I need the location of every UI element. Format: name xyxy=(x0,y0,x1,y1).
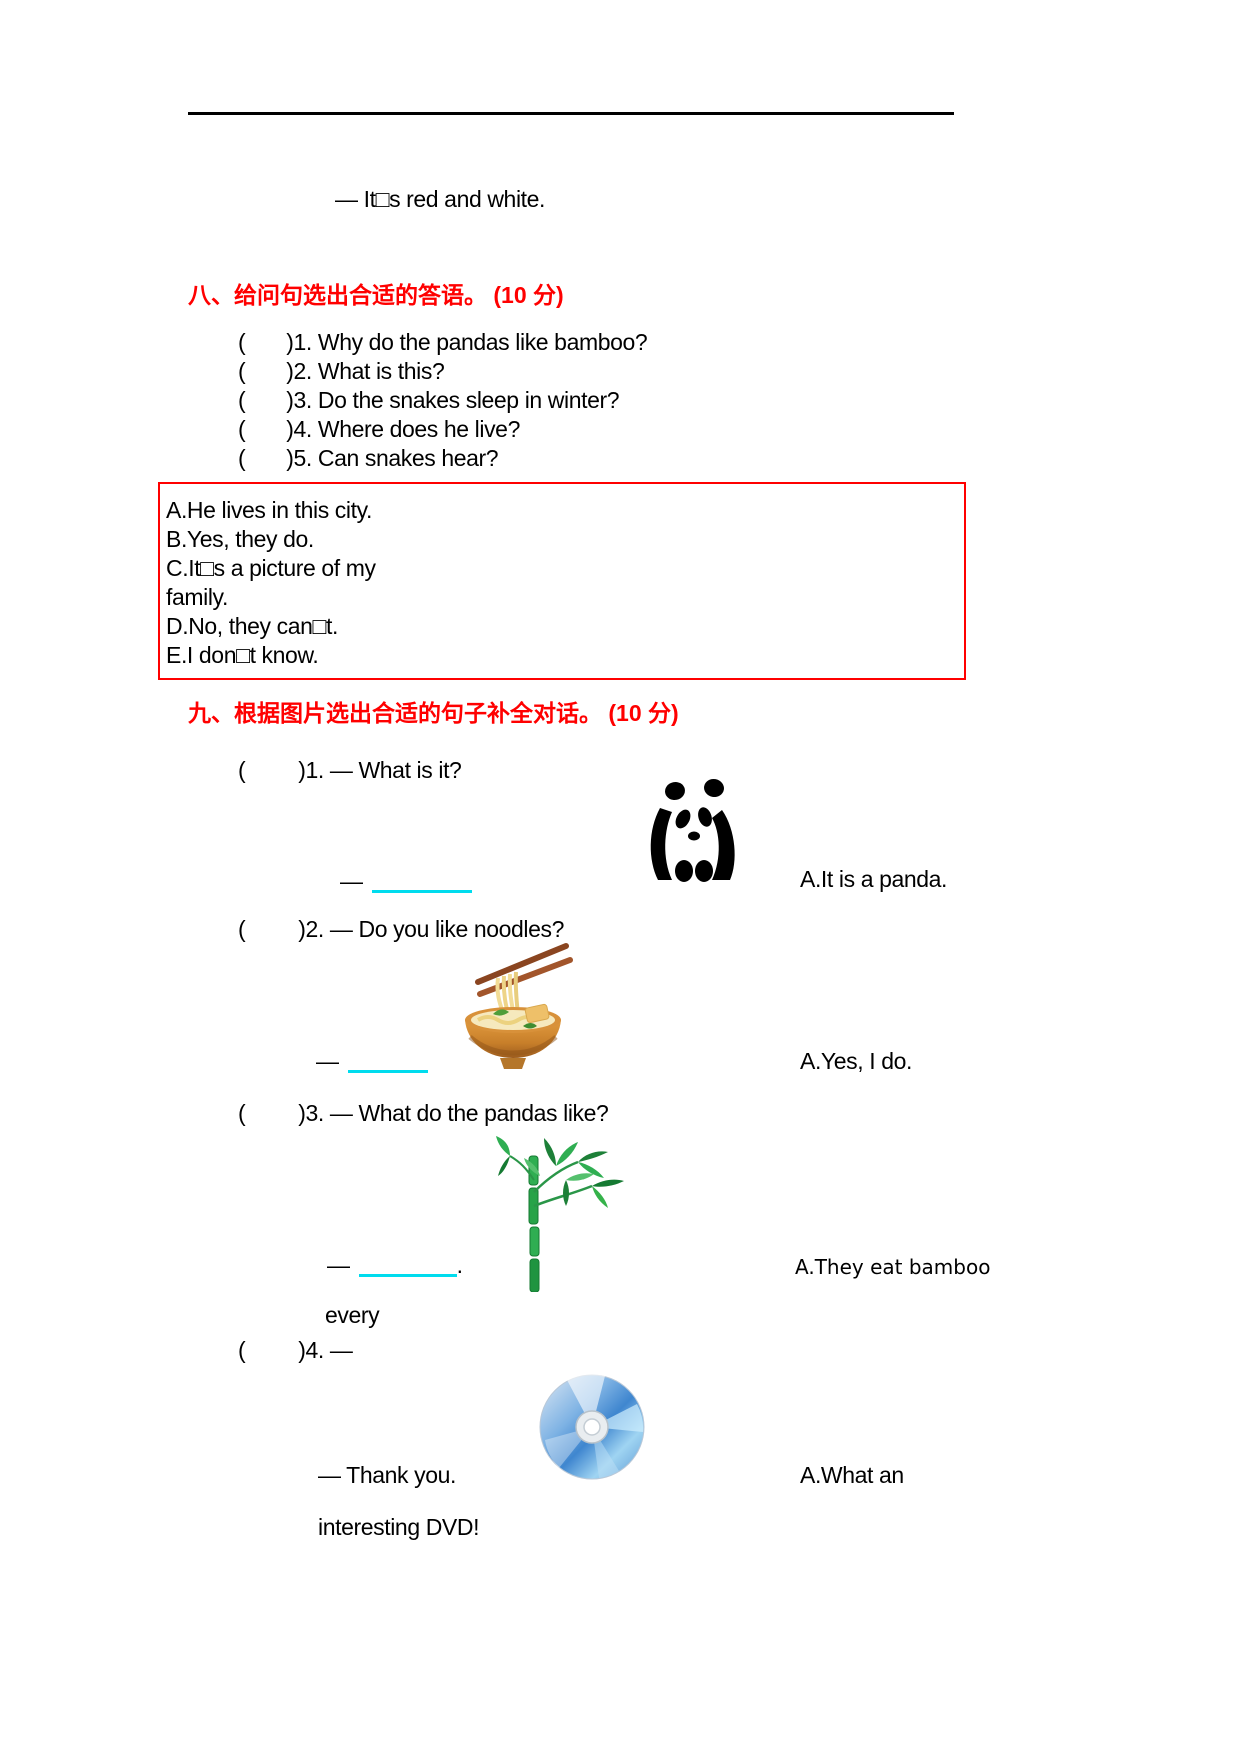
question-text: )5. Can snakes hear? xyxy=(286,445,499,471)
top-rule xyxy=(188,112,954,115)
noodles-icon xyxy=(465,943,573,1069)
s9-answer-4-wrap: interesting DVD! xyxy=(318,1514,480,1540)
s9-answer-3: A.They eat bamboo xyxy=(795,1255,991,1279)
s8-question-3: ( )3. Do the snakes sleep in winter? xyxy=(238,387,620,413)
question-text: )4. — xyxy=(298,1337,353,1363)
paren-open: ( xyxy=(238,757,246,783)
fill-in-blank xyxy=(347,1051,428,1073)
question-text: )1. — What is it? xyxy=(298,757,462,783)
dvd-disc-image xyxy=(539,1374,645,1480)
question-text: )4. Where does he live? xyxy=(286,416,520,442)
fill-in-blank xyxy=(358,1255,457,1277)
choice-c-wrap: family. xyxy=(166,584,228,610)
s8-question-1: ( )1. Why do the pandas like bamboo? xyxy=(238,329,648,355)
s9-answer-2: A.Yes, I do. xyxy=(800,1048,912,1074)
paren-open: ( xyxy=(238,387,246,413)
question-text: )2. What is this? xyxy=(286,358,445,384)
bamboo-icon xyxy=(496,1136,624,1293)
choice-b: B.Yes, they do. xyxy=(166,526,314,552)
dvd-icon xyxy=(539,1374,645,1480)
bamboo-image xyxy=(496,1136,638,1293)
choice-d: D.No, they can□t. xyxy=(166,613,339,639)
s9-answer-1: A.It is a panda. xyxy=(800,866,948,892)
s8-question-4: ( )4. Where does he live? xyxy=(238,416,520,442)
s9-answer-4: A.What an xyxy=(800,1462,904,1488)
paren-open: ( xyxy=(238,445,246,471)
s8-question-5: ( )5. Can snakes hear? xyxy=(238,445,499,471)
s9-reply-1: — xyxy=(340,868,472,894)
question-text: )3. — What do the pandas like? xyxy=(298,1100,609,1126)
s9-question-3: ( )3. — What do the pandas like? xyxy=(238,1100,609,1126)
fill-in-blank xyxy=(371,871,472,893)
paren-open: ( xyxy=(238,916,246,942)
question-text: )1. Why do the pandas like bamboo? xyxy=(286,329,648,355)
s9-reply-3: —. xyxy=(327,1252,463,1278)
reply-dash: — xyxy=(327,1252,350,1278)
panda-image xyxy=(642,778,750,882)
s9-question-1: ( )1. — What is it? xyxy=(238,757,462,783)
s9-question-4: ( )4. — xyxy=(238,1337,353,1363)
paren-open: ( xyxy=(238,358,246,384)
s8-question-2: ( )2. What is this? xyxy=(238,358,445,384)
noodles-bowl-image xyxy=(448,942,578,1070)
s9-question-2: ( )2. — Do you like noodles? xyxy=(238,916,564,942)
section9-heading: 九、根据图片选出合适的句子补全对话。 (10 分) xyxy=(188,700,679,726)
reply-dash: — xyxy=(316,1048,339,1074)
reply-dash: — xyxy=(340,868,363,894)
s9-reply-2: — xyxy=(316,1048,428,1074)
answer-choices-box: A.He lives in this city. B.Yes, they do.… xyxy=(158,482,966,680)
choice-c: C.It□s a picture of my xyxy=(166,555,376,581)
paren-open: ( xyxy=(238,329,246,355)
intro-answer-line: — It□s red and white. xyxy=(335,186,546,212)
s9-reply-4: — Thank you. xyxy=(318,1462,456,1488)
paren-open: ( xyxy=(238,1337,246,1363)
choice-e: E.I don□t know. xyxy=(166,642,319,668)
question-text: )2. — Do you like noodles? xyxy=(298,916,565,942)
blank-period: . xyxy=(456,1252,463,1278)
choice-a: A.He lives in this city. xyxy=(166,497,372,523)
question-text: )3. Do the snakes sleep in winter? xyxy=(286,387,620,413)
s9-answer-3-wrap: every xyxy=(325,1302,380,1328)
paren-open: ( xyxy=(238,1100,246,1126)
section8-heading: 八、给问句选出合适的答语。 (10 分) xyxy=(188,282,564,308)
paren-open: ( xyxy=(238,416,246,442)
panda-icon xyxy=(650,778,735,882)
